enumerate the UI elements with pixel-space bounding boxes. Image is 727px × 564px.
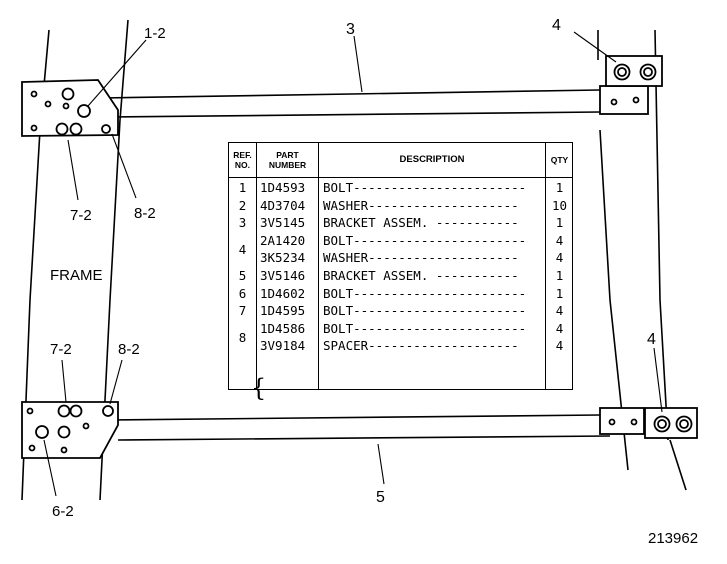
description-cell: WASHER--------------------	[323, 250, 519, 266]
ref-cell: 3	[238, 215, 247, 231]
ref-cell: 4	[238, 241, 247, 257]
left-frame-rail	[21, 19, 129, 501]
bracket-assembly-bottom	[21, 401, 698, 459]
callout-8-2-bottom: 8-2	[118, 341, 140, 358]
ref-cell: 8	[238, 329, 247, 345]
part-number-cell: 3V9184	[260, 338, 306, 354]
table-row: 3 3V5145 BRACKET ASSEM. ----------- 1	[229, 214, 572, 232]
column-divider	[318, 143, 319, 389]
qty-cell: 4	[555, 232, 564, 248]
table-row: 7 1D4595 BOLT----------------------- 4	[229, 302, 572, 320]
bolt-hole-group	[30, 63, 657, 136]
mounting-plate-top-left	[21, 79, 119, 137]
table-row: 5 3V5146 BRACKET ASSEM. ----------- 1	[229, 267, 572, 285]
description-cell: BRACKET ASSEM. -----------	[323, 215, 519, 231]
qty-header: QTY	[550, 155, 569, 165]
ref-cell: 5	[238, 268, 247, 283]
callout-1-2: 1-2	[144, 25, 166, 42]
ref-no-header: REF.NO.	[229, 143, 256, 177]
callout-5: 5	[376, 489, 385, 506]
part-number-cell: 4D3704	[260, 197, 306, 213]
part-number-cell: 1D4602	[260, 285, 306, 301]
table-row: 6 1D4602 BOLT----------------------- 1	[229, 285, 572, 303]
ref-cell: 2	[238, 197, 247, 213]
table-row: 8 3V9184 SPACER-------------------- 4	[229, 330, 572, 355]
ref-cell: 6	[238, 285, 247, 301]
table-row: 4 3K5234 WASHER-------------------- 4	[229, 242, 572, 267]
callout-7-2-top: 7-2	[70, 207, 92, 224]
bracket-assembly-top	[21, 55, 663, 137]
part-number-cell: 3K5234	[260, 250, 306, 266]
part-number-cell: 1D4595	[260, 303, 306, 319]
table-row: 1D4586 BOLT----------------------- 4	[229, 320, 572, 338]
callout-6-2: 6-2	[52, 503, 74, 520]
bolt-hole-group	[26, 404, 693, 454]
column-divider	[256, 143, 257, 389]
qty-cell: 1	[555, 215, 564, 231]
callout-7-2-bottom: 7-2	[50, 341, 72, 358]
qty-cell: 1	[555, 180, 564, 195]
qty-cell: 4	[555, 250, 564, 266]
qty-cell: 4	[555, 320, 564, 336]
figure-number: 213962	[648, 530, 698, 547]
description-cell: BOLT-----------------------	[323, 180, 527, 195]
ref-cell: 1	[238, 180, 247, 195]
qty-cell: 10	[551, 197, 568, 213]
callout-4-top: 4	[552, 17, 561, 34]
ref-header-line2: NO.	[234, 160, 251, 170]
part-number-cell: 1D4586	[260, 320, 306, 336]
ref-cell: 7	[238, 303, 247, 319]
frame-label: FRAME	[50, 267, 103, 284]
leader-lines	[43, 31, 663, 497]
qty-cell: 4	[555, 303, 564, 319]
part-number-cell: 1D4593	[260, 180, 306, 195]
callout-8-2-top: 8-2	[134, 205, 156, 222]
description-cell: BOLT-----------------------	[323, 303, 527, 319]
group-brace: {	[251, 374, 267, 402]
description-cell: WASHER--------------------	[323, 197, 519, 213]
part-header-line2: NUMBER	[268, 160, 307, 170]
table-row: 1 1D4593 BOLT----------------------- 1	[229, 179, 572, 197]
ref-header-line1: REF.	[233, 150, 252, 160]
end-plate-bottom-right	[599, 407, 645, 435]
end-plate-top-right	[599, 85, 649, 115]
callout-4-bottom: 4	[647, 331, 656, 348]
description-cell: BOLT-----------------------	[323, 320, 527, 336]
description-cell: BOLT-----------------------	[323, 285, 527, 301]
part-number-cell: 3V5146	[260, 268, 306, 283]
column-divider	[545, 143, 546, 389]
part-number-cell: 2A1420	[260, 232, 306, 248]
description-cell: SPACER--------------------	[323, 338, 519, 354]
callout-3: 3	[346, 21, 355, 38]
qty-cell: 4	[555, 338, 564, 354]
table-row: 2 4D3704 WASHER-------------------- 10	[229, 197, 572, 215]
description-header: DESCRIPTION	[399, 154, 465, 165]
table-row: 2A1420 BOLT----------------------- 4	[229, 232, 572, 250]
description-cell: BOLT-----------------------	[323, 232, 527, 248]
part-header-line1: PART	[276, 150, 299, 160]
end-plate-bottom-right-cap	[644, 407, 698, 439]
description-cell: BRACKET ASSEM. -----------	[323, 268, 519, 283]
qty-cell: 1	[555, 285, 564, 301]
qty-cell: 1	[555, 268, 564, 283]
part-number-cell: 3V5145	[260, 215, 306, 231]
